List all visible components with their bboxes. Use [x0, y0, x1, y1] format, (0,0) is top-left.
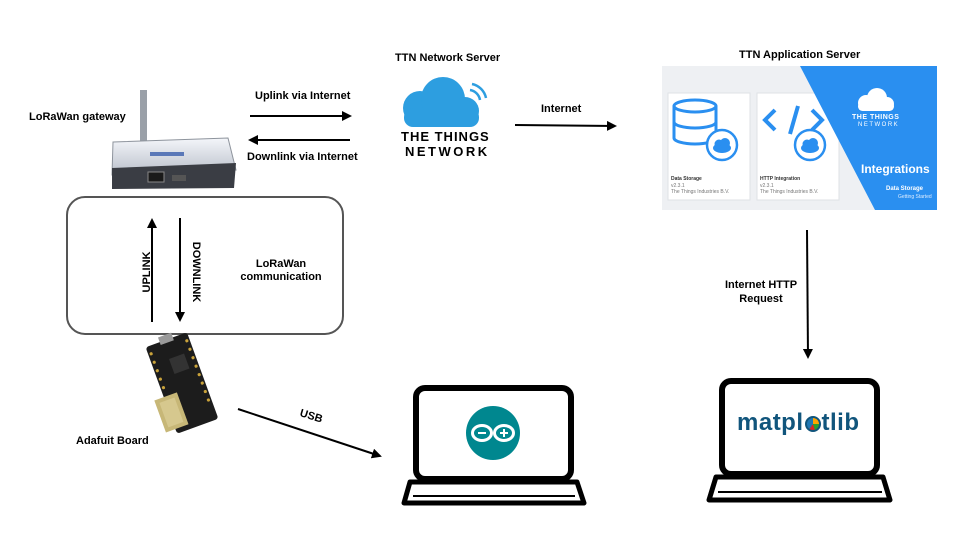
- code-icon: [762, 105, 827, 162]
- matplotlib-o-icon: [804, 416, 821, 432]
- laptop-arduino-icon: [401, 385, 587, 506]
- card1-title: Data Storage: [671, 176, 702, 182]
- internet-label: Internet: [541, 103, 582, 115]
- card1-version: v2.3.1: [671, 183, 685, 189]
- ttn-cloud-icon: [403, 77, 488, 127]
- integrations-logo-line2: NETWORK: [858, 122, 900, 128]
- gateway-icon: [111, 90, 237, 189]
- application-server-label: TTN Application Server: [739, 49, 861, 61]
- database-icon: [672, 98, 739, 162]
- ttn-logo-line1: THE THINGS: [401, 129, 490, 144]
- board-label: Adafuit Board: [76, 435, 149, 447]
- network-server-label: TTN Network Server: [395, 52, 501, 64]
- ttn-logo-line2: NETWORK: [405, 144, 490, 159]
- card2-title: HTTP Integration: [760, 176, 801, 182]
- integrations-sub2: Getting Started: [898, 194, 932, 200]
- matplotlib-logo: matpl tlib: [737, 409, 860, 437]
- downlink-label: DOWNLINK: [190, 241, 202, 303]
- http-request-arrow: [802, 229, 813, 359]
- card1-vendor: The Things Industries B.V.: [671, 189, 730, 195]
- lorawan-communication-box: [66, 196, 344, 335]
- http-request-label: Internet HTTP Request: [724, 279, 798, 305]
- integrations-logo-line1: THE THINGS: [852, 114, 900, 121]
- adafruit-board-icon: [146, 332, 218, 433]
- lorawan-communication-label: LoRaWan communication: [240, 258, 322, 283]
- integrations-screenshot: [662, 66, 937, 210]
- matplotlib-logo-part1: matpl: [737, 409, 804, 436]
- integrations-heading: Integrations: [861, 162, 930, 176]
- card2-vendor: The Things Industries B.V.: [760, 189, 819, 195]
- arduino-logo: [466, 406, 520, 460]
- matplotlib-logo-part2: tlib: [821, 409, 860, 436]
- downlink-internet-label: Downlink via Internet: [247, 151, 358, 163]
- internet-arrow: [514, 120, 617, 131]
- card2-version: v2.3.1: [760, 183, 774, 189]
- integrations-ttn-cloud-icon: [858, 88, 894, 111]
- integrations-sub1: Data Storage: [886, 186, 924, 192]
- uplink-internet-label: Uplink via Internet: [255, 90, 351, 102]
- uplink-label: UPLINK: [141, 251, 153, 293]
- laptop-matplotlib-icon: [706, 378, 893, 503]
- gateway-label: LoRaWan gateway: [29, 111, 126, 123]
- usb-arrow: [237, 408, 382, 459]
